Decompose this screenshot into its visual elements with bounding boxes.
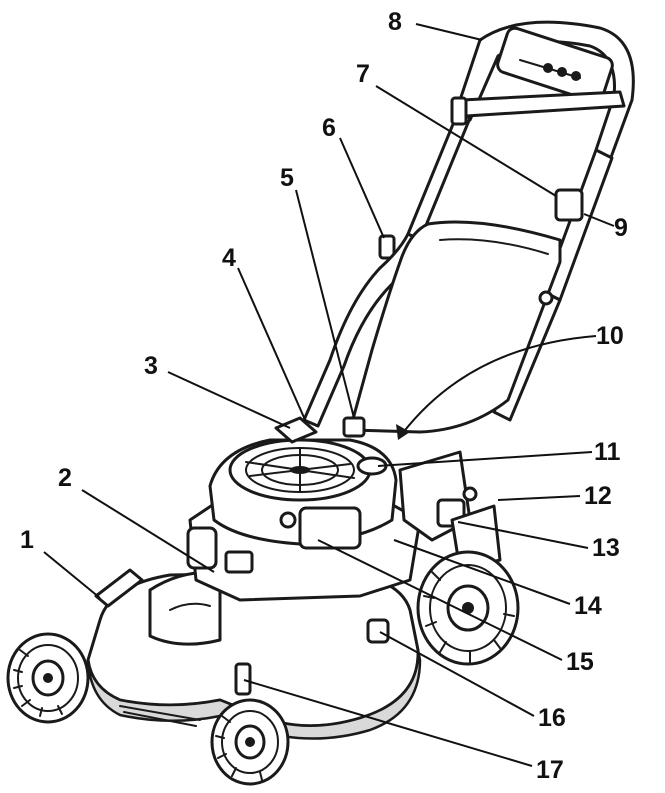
handle-latch-right <box>554 188 584 222</box>
oil-fill <box>224 550 254 574</box>
muffler <box>186 526 218 570</box>
height-adjust-lever-front <box>234 662 252 696</box>
grass-bag <box>348 220 562 434</box>
callout-1: 1 <box>20 526 34 554</box>
leader-9 <box>583 213 615 227</box>
leader-15 <box>317 539 563 661</box>
leader-lines <box>43 23 615 767</box>
callout-9: 9 <box>614 214 628 242</box>
callout-16: 16 <box>538 704 566 732</box>
callout-8: 8 <box>388 8 402 36</box>
leader-1 <box>43 551 101 599</box>
leader-17 <box>243 679 533 767</box>
handle-assembly <box>302 20 635 434</box>
callout-17: 17 <box>536 756 564 784</box>
leader-2 <box>81 489 215 573</box>
height-adjust-lever-rear <box>366 618 390 644</box>
handle-knob-left <box>450 96 468 126</box>
leader-3 <box>167 371 291 429</box>
callout-10: 10 <box>596 322 624 350</box>
callout-labels: 1 2 3 4 5 6 7 8 9 10 11 12 13 14 15 16 1… <box>20 8 628 784</box>
front-bumper <box>94 568 144 608</box>
leader-16 <box>379 631 535 717</box>
leader-11 <box>377 451 593 467</box>
starter-bracket <box>342 416 366 438</box>
callout-14: 14 <box>574 592 602 620</box>
callout-4: 4 <box>222 244 236 272</box>
leader-4 <box>237 267 307 423</box>
rear-assembly <box>398 450 502 572</box>
leader-7 <box>375 85 557 197</box>
handle-grip-panel <box>496 26 614 104</box>
leader-8 <box>415 23 483 41</box>
cable-clip <box>378 234 396 260</box>
leader-14 <box>393 539 571 605</box>
callout-5: 5 <box>280 164 294 192</box>
callout-13: 13 <box>592 534 620 562</box>
rear-right-wheel <box>416 550 520 666</box>
leader-13 <box>457 521 589 549</box>
discharge-shroud <box>148 570 222 646</box>
callout-2: 2 <box>58 464 72 492</box>
leader-10 <box>401 335 597 435</box>
front-right-wheel <box>210 698 290 786</box>
control-bar <box>460 90 626 118</box>
callout-7: 7 <box>356 60 370 88</box>
callout-12: 12 <box>584 482 612 510</box>
air-filter <box>298 506 362 550</box>
mower-deck <box>86 568 422 740</box>
starter-handle <box>274 416 318 444</box>
engine <box>186 416 422 602</box>
leader-6 <box>339 137 385 239</box>
callout-3: 3 <box>144 352 158 380</box>
leader-12 <box>497 495 581 501</box>
front-left-wheel <box>6 632 90 724</box>
callout-6: 6 <box>322 114 336 142</box>
leader-5 <box>295 189 355 419</box>
callout-11: 11 <box>594 438 621 466</box>
callout-15: 15 <box>566 648 594 676</box>
